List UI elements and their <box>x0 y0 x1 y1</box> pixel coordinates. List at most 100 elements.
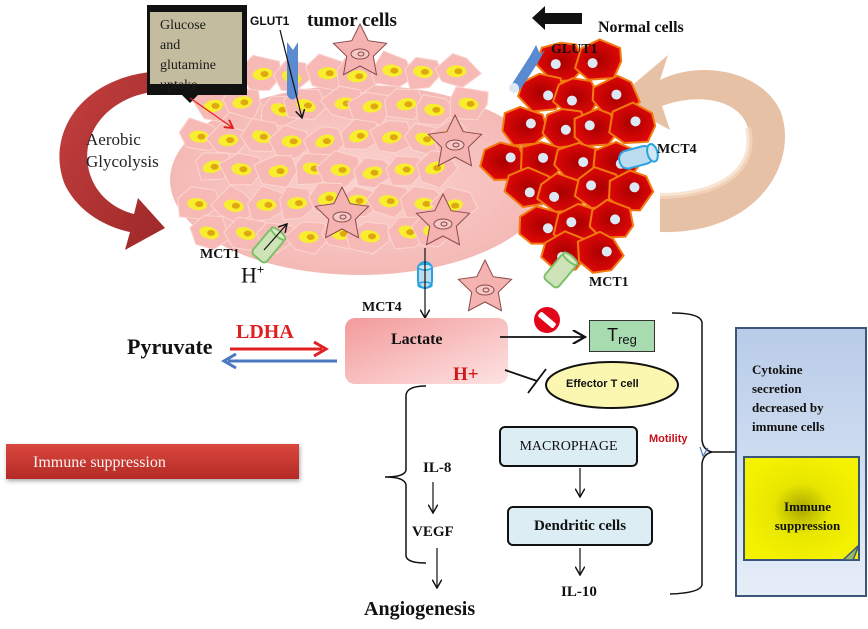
star-cell-nucleus <box>475 284 495 296</box>
star-cell-nucleolus <box>357 51 365 57</box>
tumor-cell-nucleolus <box>389 134 398 141</box>
direction-arrow-icon <box>532 6 582 30</box>
glut1-normal-transporter <box>512 45 545 90</box>
star-cell-nucleolus <box>452 142 460 148</box>
tumor-cell-nucleolus <box>226 137 235 144</box>
normal-cell-nucleus <box>560 124 571 135</box>
tumor-cell-nucleolus <box>451 202 460 209</box>
normal-cell-nucleus <box>611 89 622 100</box>
treg-main: T <box>607 325 619 345</box>
tumor-cell-nucleolus <box>356 132 365 139</box>
mct4-tumor-label: MCT4 <box>362 300 402 315</box>
tumor-cell-nucleolus <box>195 201 204 208</box>
immune-banner-label: Immune suppression <box>33 454 166 471</box>
ldha-forward-head <box>313 340 329 358</box>
il8-label: IL-8 <box>423 460 452 476</box>
normal-cell <box>501 105 550 147</box>
vegf-label: VEGF <box>412 524 454 540</box>
tumor-cell-nucleolus <box>454 68 463 75</box>
motility-arrow <box>699 446 709 458</box>
uptake-box-text: Glucose and glutamine uptake <box>160 16 216 96</box>
tumor-cell-nucleolus <box>306 233 315 240</box>
tumor-cell-nucleolus <box>240 99 249 106</box>
tumor-cell-nucleolus <box>276 168 285 175</box>
normal-cell <box>576 230 625 274</box>
h-plus-sup: + <box>256 262 265 277</box>
tumor-cell-nucleolus <box>368 233 377 240</box>
ldha-label: LDHA <box>236 321 294 343</box>
macrophage-label: MACROPHAGE <box>519 438 618 454</box>
tumor-cell-nucleolus <box>404 101 413 108</box>
tumor-cell-nucleolus <box>339 230 348 237</box>
normal-cell-nucleus <box>587 58 598 69</box>
normal-cell-nucleus <box>578 157 589 168</box>
normal-cells-label: Normal cells <box>598 19 684 36</box>
mct4-normal-label: MCT4 <box>657 142 697 157</box>
tumor-cell-nucleolus <box>406 229 415 236</box>
tumor-cell-nucleolus <box>466 100 475 107</box>
tumor-cell-nucleolus <box>370 103 379 110</box>
star-cell-nucleus <box>350 48 370 60</box>
tumor-cell-nucleolus <box>260 71 269 78</box>
star-cell-nucleolus <box>440 221 448 227</box>
normal-cell-nucleus <box>629 182 640 193</box>
tumor-cell-nucleolus <box>420 68 429 75</box>
tumor-cell-nucleolus <box>294 200 303 207</box>
lactate-box-bg <box>345 318 508 384</box>
effector-t-cell-label: Effector T cell <box>566 378 639 390</box>
uptake-line-1: Glucose <box>160 18 206 33</box>
il10-label: IL-10 <box>561 584 597 600</box>
tumor-cell-nucleolus <box>303 102 312 109</box>
h-plus-tumor-label: H+ <box>241 263 264 286</box>
side-line-4: immune cells <box>752 419 825 434</box>
tumor-cell-nucleolus <box>433 164 442 171</box>
mct1-normal-label: MCT1 <box>589 275 629 290</box>
tumor-cell-nucleolus <box>338 166 347 173</box>
tumor-cell-nucleolus <box>243 230 252 237</box>
prohibit-icon <box>534 307 560 333</box>
uptake-arrow <box>189 97 233 128</box>
tumor-cell-nucleolus <box>355 197 364 204</box>
tumor-cell-nucleolus <box>207 229 216 236</box>
tumor-cell-nucleolus <box>325 195 334 202</box>
uptake-line-4: uptake <box>160 78 198 93</box>
tumor-cell-nucleolus <box>422 200 431 207</box>
star-cell-nucleolus <box>339 214 347 220</box>
normal-cell-nucleus <box>525 118 536 129</box>
normal-cells-cycle-arrow <box>615 55 785 233</box>
tumor-cell-nucleolus <box>423 136 432 143</box>
star-cell-nucleus <box>433 218 453 230</box>
invading-tumor-cells <box>314 22 513 312</box>
tumor-cell-nucleolus <box>390 67 399 74</box>
tumor-cell-nucleolus <box>264 201 273 208</box>
note-line-1: Immune <box>784 499 831 514</box>
normal-cell-nucleus <box>549 191 560 202</box>
note-fold-icon <box>841 544 860 561</box>
tumor-cell-nucleolus <box>239 166 248 173</box>
normal-cell-nucleus <box>550 59 561 70</box>
uptake-box-pointer <box>182 95 198 103</box>
side-line-3: decreased by <box>752 400 824 415</box>
immune-effects-bracket <box>669 312 713 595</box>
ldha-reverse-head <box>221 352 237 370</box>
normal-cell-nucleus <box>584 120 595 131</box>
note-line-2: suppression <box>774 518 841 533</box>
side-line-2: secretion <box>752 381 802 396</box>
tumor-cell-nucleolus <box>197 133 206 140</box>
tumor-cell-nucleolus <box>259 133 268 140</box>
side-line-1: Cytokine <box>752 362 803 377</box>
aerobic-glycolysis-arrow <box>59 72 165 250</box>
pyruvate-label: Pyruvate <box>127 334 213 359</box>
glut1-tumor-label: GLUT1 <box>250 14 290 28</box>
tumor-cell-nucleolus <box>278 106 287 113</box>
glut1-tumor-arrow <box>279 29 302 118</box>
macrophage-box: MACROPHAGE <box>499 426 638 467</box>
normal-cell-nucleus <box>610 214 621 225</box>
tumor-cell-nucleolus <box>355 73 364 80</box>
tumor-cell-nucleolus <box>322 138 331 145</box>
uptake-line-3: glutamine <box>160 58 216 73</box>
immune-banner-bg <box>6 444 299 479</box>
glycolysis-line: Glycolysis <box>86 152 159 171</box>
mct1-normal-transporter <box>543 251 579 289</box>
